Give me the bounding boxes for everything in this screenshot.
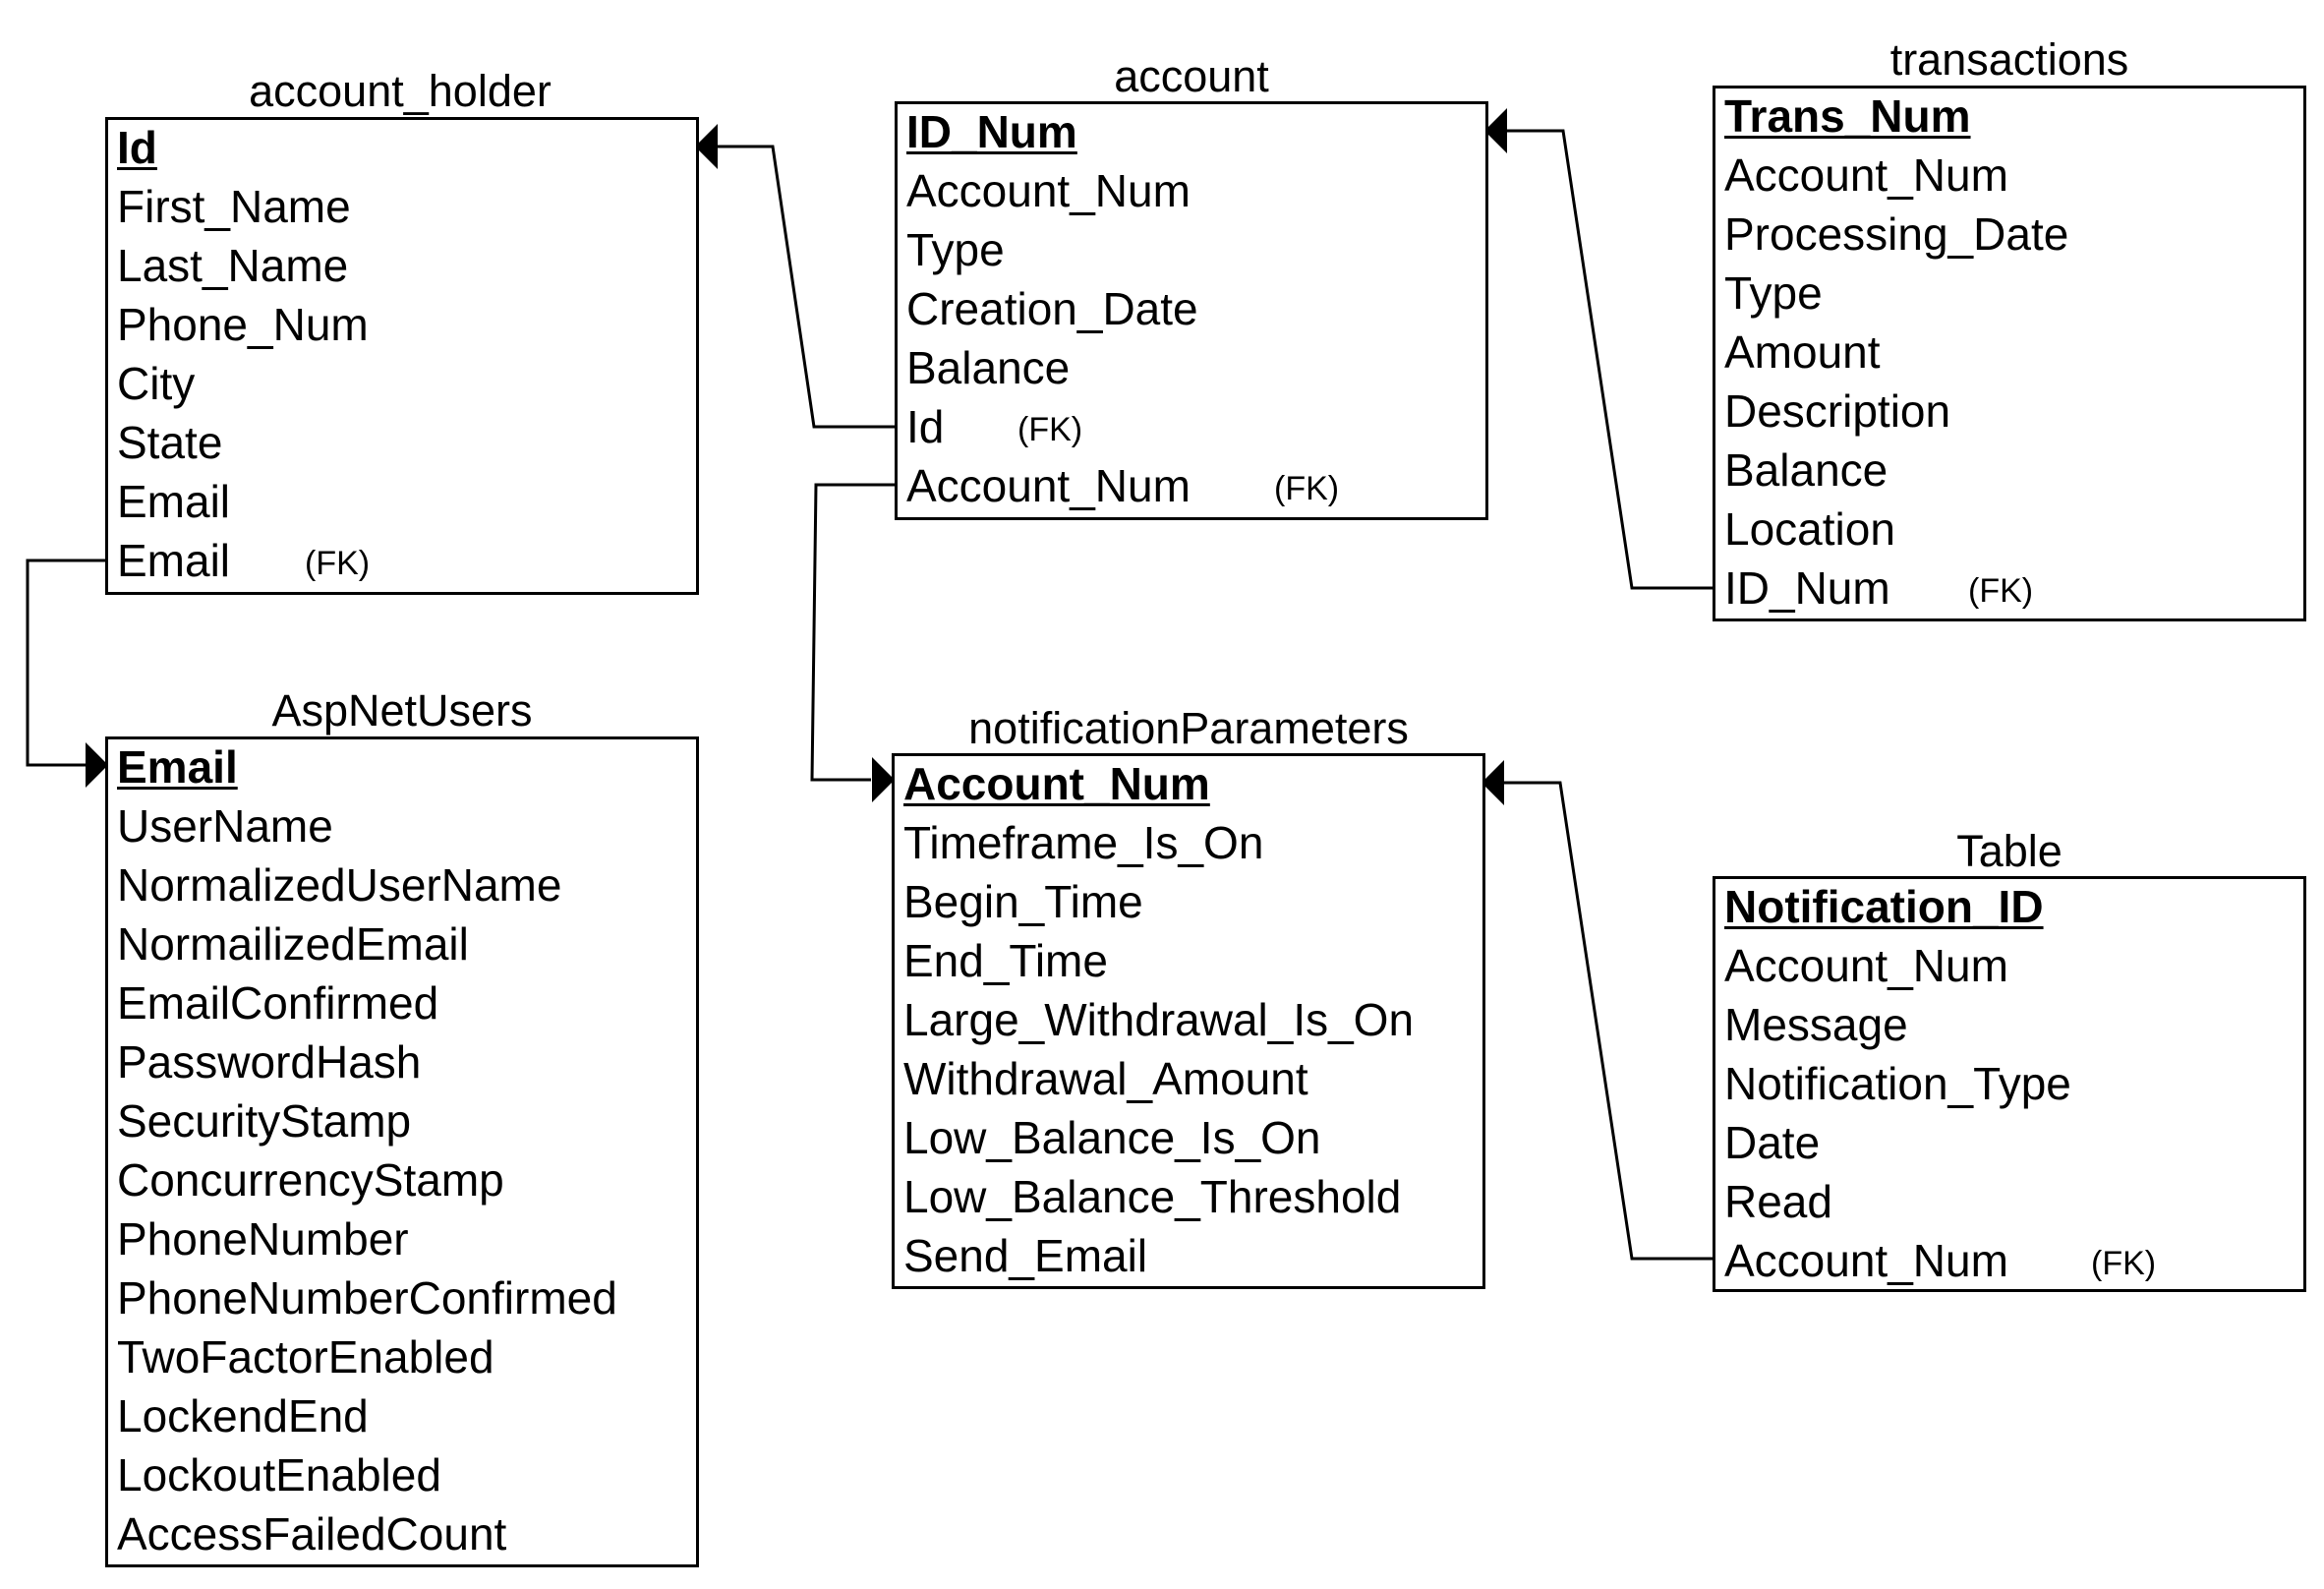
table-transactions: Trans_Num Account_Num Processing_Date Ty…: [1713, 86, 2306, 621]
field: PhoneNumber: [117, 1213, 409, 1265]
field: Low_Balance_Threshold: [903, 1171, 1402, 1222]
field: TwoFactorEnabled: [117, 1331, 494, 1383]
foreign-key-tag: (FK): [1968, 572, 2034, 610]
field: End_Time: [903, 935, 1108, 986]
field-foreign-key: Account_Num: [906, 460, 1191, 511]
field: Read: [1724, 1176, 1832, 1227]
field: Notification_Type: [1724, 1058, 2071, 1109]
field: Processing_Date: [1724, 208, 2069, 260]
table-notification-table: Notification_ID Account_Num Message Noti…: [1713, 876, 2306, 1292]
table-account: ID_Num Account_Num Type Creation_Date Ba…: [895, 101, 1488, 520]
field: Type: [1724, 267, 1823, 319]
field-foreign-key: Email: [117, 535, 231, 586]
connector-account-holder-to-aspnetusers: [26, 559, 108, 767]
table-title-aspnetusers: AspNetUsers: [271, 685, 533, 736]
field: Amount: [1724, 326, 1881, 378]
field: PhoneNumberConfirmed: [117, 1272, 617, 1324]
field: Phone_Num: [117, 299, 369, 350]
field: LockoutEnabled: [117, 1449, 441, 1501]
field: Description: [1724, 385, 1951, 437]
table-title-account: account: [1114, 51, 1269, 101]
field: Balance: [1724, 444, 1888, 496]
field: Balance: [906, 342, 1071, 393]
connector-transactions-to-account: [1504, 129, 1713, 590]
field: PasswordHash: [117, 1036, 422, 1088]
field: AccessFailedCount: [117, 1508, 507, 1560]
field: Send_Email: [903, 1230, 1148, 1281]
arrowhead-aspnetusers: [86, 742, 108, 788]
field: Account_Num: [1724, 940, 2008, 991]
field-primary-key: Email: [117, 741, 238, 793]
foreign-key-tag: (FK): [2091, 1245, 2157, 1282]
field: Type: [906, 224, 1005, 275]
field: Email: [117, 476, 231, 527]
field-foreign-key: ID_Num: [1724, 562, 1890, 614]
field: Account_Num: [906, 165, 1191, 216]
connector-table-to-notification-parameters: [1501, 781, 1713, 1261]
arrowhead-notification-parameters-right: [1482, 760, 1504, 805]
field: Message: [1724, 999, 1908, 1050]
connector-account-to-notification-parameters: [810, 483, 895, 782]
field-primary-key: ID_Num: [906, 106, 1077, 157]
field: EmailConfirmed: [117, 977, 439, 1029]
field-foreign-key: Account_Num: [1724, 1235, 2008, 1286]
field-primary-key: Id: [117, 122, 157, 173]
field: Low_Balance_Is_On: [903, 1112, 1321, 1163]
field: UserName: [117, 800, 333, 852]
field: Last_Name: [117, 240, 349, 291]
table-account-holder: Id First_Name Last_Name Phone_Num City S…: [105, 117, 699, 595]
field: First_Name: [117, 181, 351, 232]
field-primary-key: Trans_Num: [1724, 90, 1971, 142]
field: NormalizedUserName: [117, 859, 562, 911]
arrowhead-account: [1484, 108, 1507, 153]
arrowhead-notification-parameters-left: [872, 757, 895, 802]
arrowhead-account-holder: [695, 124, 718, 169]
field: Large_Withdrawal_Is_On: [903, 994, 1415, 1045]
field: ConcurrencyStamp: [117, 1154, 504, 1206]
field: Timeframe_Is_On: [903, 817, 1264, 868]
field: City: [117, 358, 196, 409]
field: Location: [1724, 503, 1895, 555]
table-title-notification-parameters: notificationParameters: [968, 703, 1409, 753]
connector-account-to-account-holder: [715, 145, 895, 429]
field: Account_Num: [1724, 149, 2008, 201]
table-aspnetusers: Email UserName NormalizedUserName Normai…: [105, 736, 699, 1567]
foreign-key-tag: (FK): [305, 545, 371, 582]
foreign-key-tag: (FK): [1274, 470, 1340, 507]
table-title-account-holder: account_holder: [249, 66, 552, 116]
field: Withdrawal_Amount: [903, 1053, 1308, 1104]
table-title-transactions: transactions: [1889, 34, 2129, 85]
field: SecurityStamp: [117, 1095, 412, 1147]
field: LockendEnd: [117, 1390, 369, 1442]
field: Begin_Time: [903, 876, 1143, 927]
field: State: [117, 417, 223, 468]
field: NormailizedEmail: [117, 918, 469, 970]
foreign-key-tag: (FK): [1017, 411, 1083, 448]
field-primary-key: Notification_ID: [1724, 881, 2044, 932]
field-foreign-key: Id: [906, 401, 945, 452]
table-title-notification-table: Table: [1956, 826, 2063, 876]
field: Creation_Date: [906, 283, 1198, 334]
field-primary-key: Account_Num: [903, 758, 1210, 809]
field: Date: [1724, 1117, 1821, 1168]
table-notification-parameters: Account_Num Timeframe_Is_On Begin_Time E…: [892, 753, 1485, 1289]
